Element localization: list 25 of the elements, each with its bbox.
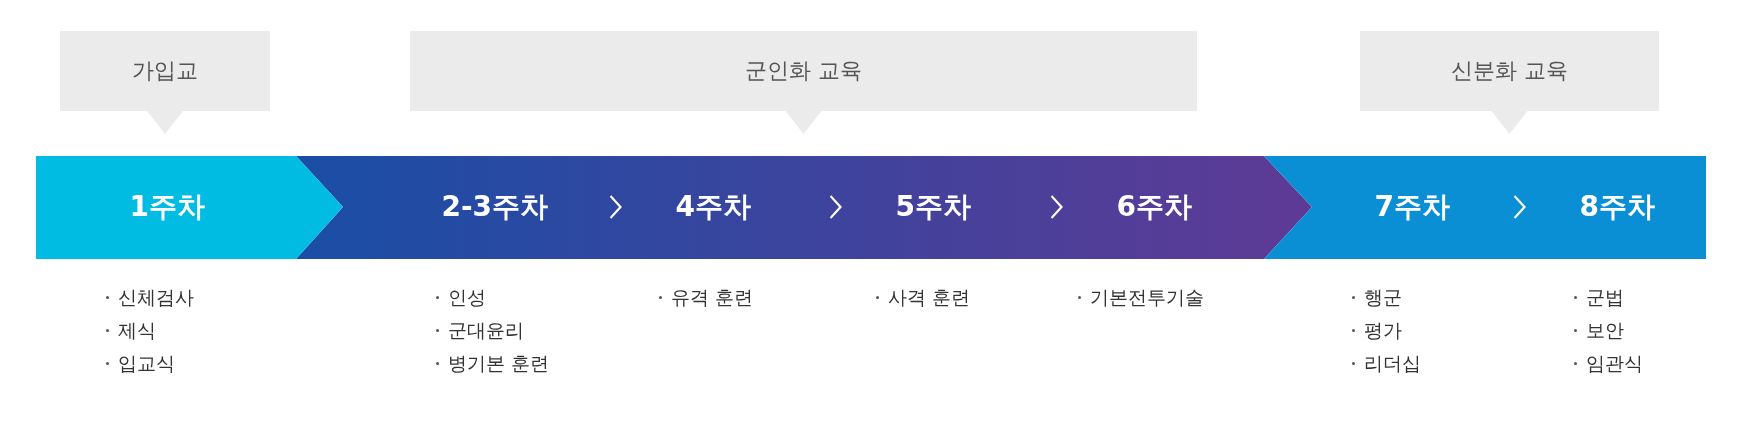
list-item: 군법 <box>1572 284 1624 310</box>
list-item: 사격 훈련 <box>874 284 971 310</box>
week-label: 1주차 <box>69 182 205 232</box>
phase-title: 가입교 <box>131 57 199 85</box>
list-item: 임관식 <box>1572 350 1643 376</box>
list-item: 보안 <box>1572 317 1624 343</box>
list-item: 신체검사 <box>104 284 194 310</box>
list-item: 리더십 <box>1350 350 1421 376</box>
list-item: 병기본 훈련 <box>434 350 550 376</box>
week-label: 7주차 <box>1314 182 1450 232</box>
week-label: 4주차 <box>615 182 751 232</box>
list-item: 유격 훈련 <box>657 284 754 310</box>
list-item: 제식 <box>104 317 156 343</box>
list-item: 입교식 <box>104 350 175 376</box>
list-item: 군대윤리 <box>434 317 524 343</box>
list-item: 평가 <box>1350 317 1402 343</box>
week-label: 6주차 <box>1056 182 1192 232</box>
phase-title: 신분화 교육 <box>1450 57 1569 85</box>
list-item: 기본전투기술 <box>1076 284 1204 310</box>
phase-title: 군인화 교육 <box>744 57 863 85</box>
week-label: 8주차 <box>1519 182 1655 232</box>
week-label: 5주차 <box>835 182 971 232</box>
list-item: 인성 <box>434 284 486 310</box>
week-label: 2-3주차 <box>381 182 549 232</box>
list-item: 행군 <box>1350 284 1402 310</box>
